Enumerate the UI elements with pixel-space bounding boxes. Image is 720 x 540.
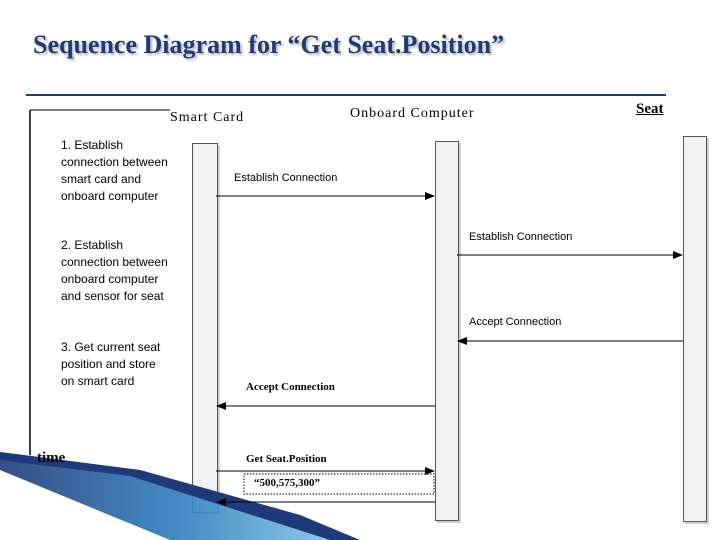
lifeline-onboard-computer — [435, 141, 459, 521]
title-divider — [26, 94, 666, 96]
lifeline-seat — [683, 136, 707, 522]
message-1-label: Establish Connection — [234, 172, 338, 184]
page-title: Sequence Diagram for “Get Seat.Position” — [33, 30, 505, 59]
message-4-label: Accept Connection — [246, 381, 335, 393]
message-6-label: “500,575,300” — [254, 477, 320, 489]
participant-seat-label: Seat — [636, 101, 664, 117]
message-5-label: Get Seat.Position — [246, 453, 327, 465]
participant-smart-card-label: Smart Card — [170, 110, 245, 125]
message-3-label: Accept Connection — [469, 316, 562, 328]
participant-onboard-computer-label: Onboard Computer — [350, 106, 475, 121]
step-1-note: 1. Establish connection between smart ca… — [61, 138, 168, 203]
decorative-swoosh-edge — [0, 452, 360, 540]
step-2-note: 2. Establish connection between onboard … — [61, 238, 168, 303]
message-2-label: Establish Connection — [469, 231, 573, 243]
step-3-note: 3. Get current seat position and store o… — [61, 340, 161, 388]
time-axis-label: time — [37, 450, 66, 466]
lifeline-smart-card — [192, 143, 218, 513]
